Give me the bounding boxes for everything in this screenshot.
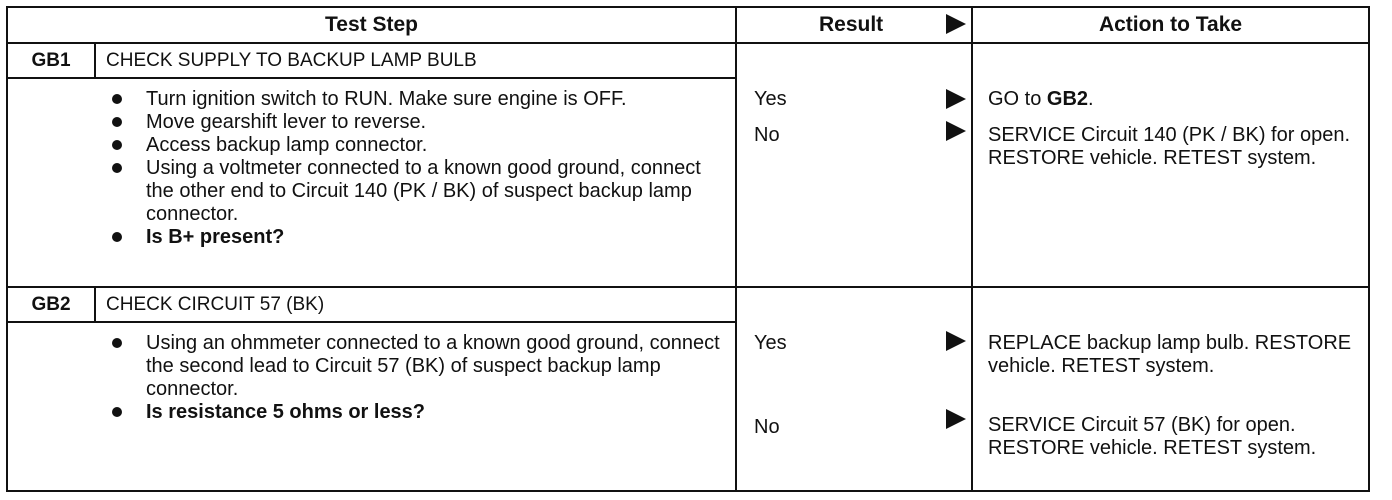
right-triangle-arrow-icon xyxy=(946,14,966,34)
list-item: Turn ignition switch to RUN. Make sure e… xyxy=(106,88,726,111)
diagnostic-table: Test Step Result Action to Take GB1 CHEC… xyxy=(6,6,1370,492)
code-column-divider-gb1 xyxy=(94,42,96,77)
result-yes-gb1: Yes xyxy=(754,88,787,110)
header-test-step: Test Step xyxy=(325,13,418,36)
step-title-gb1: CHECK SUPPLY TO BACKUP LAMP BULB xyxy=(106,50,477,71)
step-code-gb1: GB1 xyxy=(31,50,71,71)
right-triangle-arrow-icon xyxy=(946,331,966,351)
list-item: Using an ohmmeter connected to a known g… xyxy=(106,332,726,401)
bullet-dot-icon xyxy=(112,407,122,417)
list-item: Move gearshift lever to reverse. xyxy=(106,111,726,134)
header-result: Result xyxy=(819,13,884,36)
right-triangle-arrow-icon xyxy=(946,121,966,141)
action-no-gb1: SERVICE Circuit 140 (PK / BK) for open. … xyxy=(988,124,1351,169)
bullet-dot-icon xyxy=(112,140,122,150)
header-divider xyxy=(8,42,1368,44)
action-yes-gb1: GO to GB2. xyxy=(988,88,1094,110)
right-triangle-arrow-icon xyxy=(946,89,966,109)
result-no-gb2: No xyxy=(754,416,780,438)
step-code-gb2: GB2 xyxy=(31,294,71,315)
bullet-dot-icon xyxy=(112,117,122,127)
gb1-title-divider xyxy=(8,77,735,79)
result-yes-gb2: Yes xyxy=(754,332,787,354)
step-divider xyxy=(8,286,1368,288)
bullet-dot-icon xyxy=(112,338,122,348)
list-item: Using a voltmeter connected to a known g… xyxy=(106,157,726,226)
list-item-question: Is B+ present? xyxy=(106,226,726,249)
action-no-gb2: SERVICE Circuit 57 (BK) for open. RESTOR… xyxy=(988,414,1317,459)
step-title-gb2: CHECK CIRCUIT 57 (BK) xyxy=(106,294,325,315)
list-item: Access backup lamp connector. xyxy=(106,134,726,157)
step-instructions-gb2: Using an ohmmeter connected to a known g… xyxy=(106,332,726,424)
action-yes-gb2: REPLACE backup lamp bulb. RESTORE vehicl… xyxy=(988,332,1352,377)
result-no-gb1: No xyxy=(754,124,780,146)
bullet-dot-icon xyxy=(112,163,122,173)
gb2-title-divider xyxy=(8,321,735,323)
bullet-dot-icon xyxy=(112,94,122,104)
bullet-dot-icon xyxy=(112,232,122,242)
right-triangle-arrow-icon xyxy=(946,409,966,429)
step-instructions-gb1: Turn ignition switch to RUN. Make sure e… xyxy=(106,88,726,249)
list-item-question: Is resistance 5 ohms or less? xyxy=(106,401,726,424)
code-column-divider-gb2 xyxy=(94,286,96,321)
header-action: Action to Take xyxy=(1098,13,1243,36)
action-column-divider xyxy=(971,8,973,492)
result-column-divider xyxy=(735,8,737,492)
